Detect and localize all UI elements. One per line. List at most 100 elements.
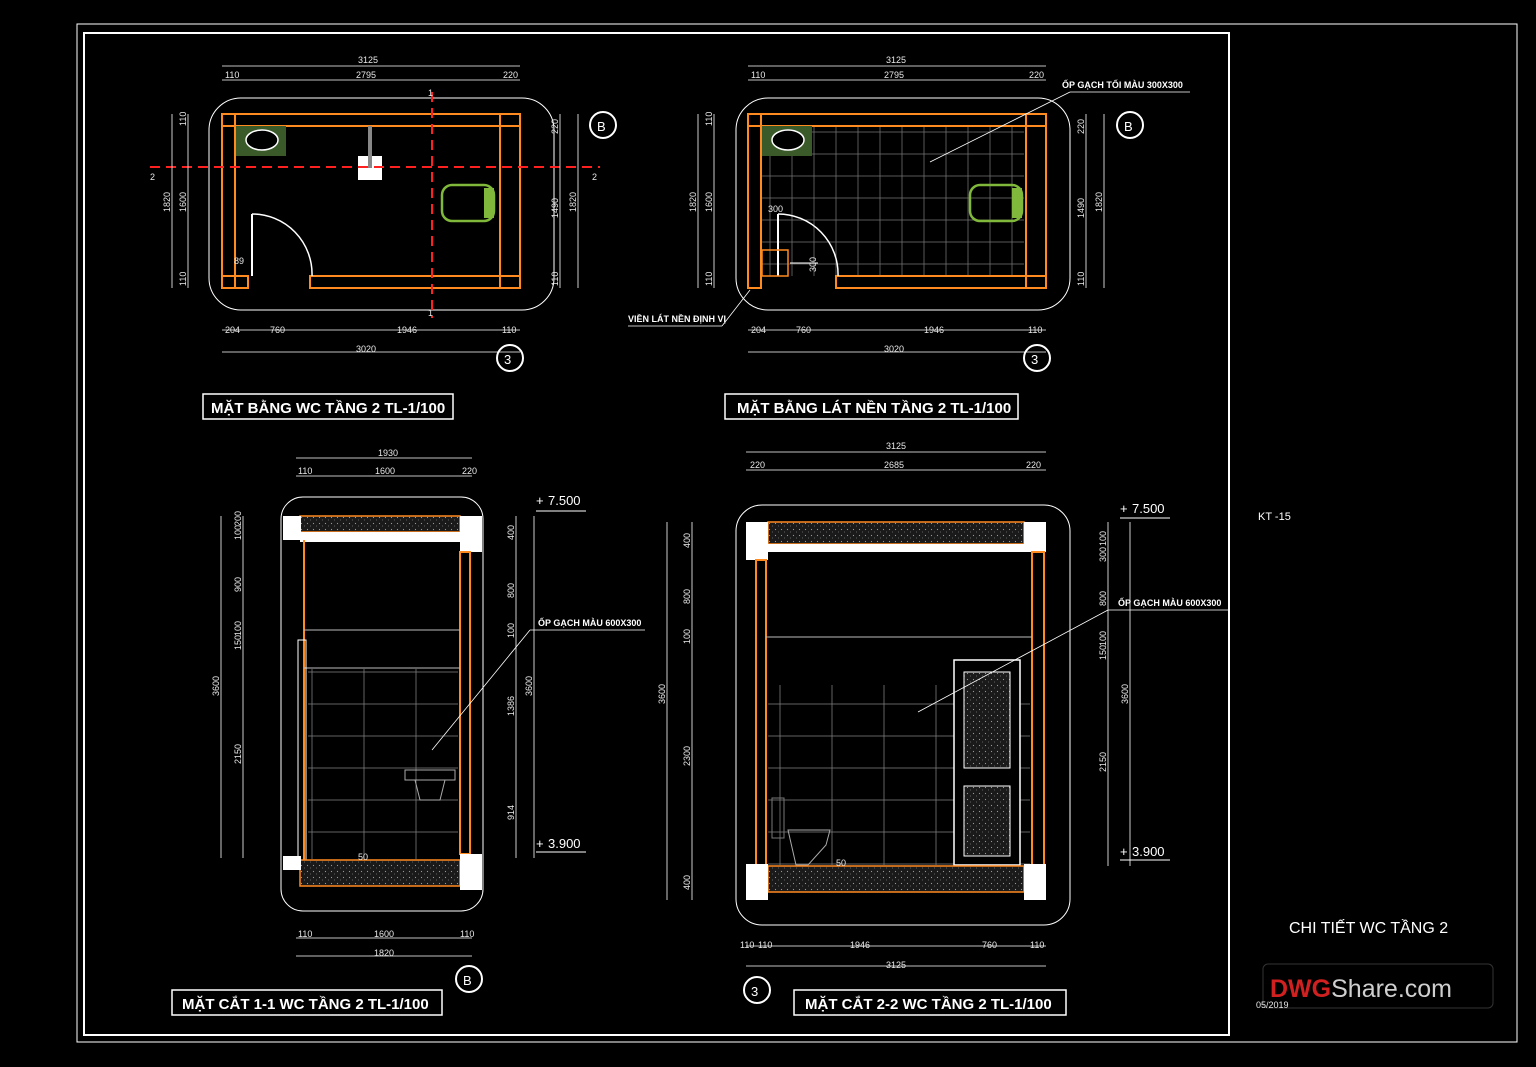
plan-wc-basin [245,129,279,151]
dim-right-c: 100 [506,623,516,638]
dim-bot-4: 110 [1028,325,1042,335]
plan-wc-wall-bottom [309,275,521,289]
dim-left-c: 110 [178,272,188,286]
dim-bot-l: 110 [298,929,312,939]
sec11-note: ỐP GẠCH MÀU 600X300 [538,617,641,628]
sec22-outline [735,504,1071,926]
dim-bot-3: 1946 [924,325,944,335]
dim-right-total: 1820 [1094,192,1104,212]
dim-left-a: 110 [704,112,714,126]
dim-top-l: 220 [750,460,765,470]
dim-right-d: 150 [1098,645,1108,660]
sec11-ceiling [300,532,460,542]
plan-wc-toilet-tank [484,188,494,218]
level-mark-bot: + [536,836,544,851]
section-11-view: 50 ỐP GẠCH MÀU 600X300 + 7.500 + 3.900 1… [171,448,645,1016]
dim-bot-5: 110 [1030,940,1044,950]
dim-top-l: 110 [751,70,765,80]
dim-left-b: 1600 [178,192,188,212]
dim-right-c: 110 [1076,272,1086,286]
dim-right-d: 1386 [506,696,516,716]
dim-right-total: 3600 [1120,684,1130,704]
dim-top-mid: 2795 [356,70,376,80]
grid-bubble-3 [743,976,771,1004]
dim-left-total: 3600 [211,676,221,696]
dim-left-b: 1600 [704,192,714,212]
cut-label-2b: 2 [592,172,597,182]
dim-right-total: 1820 [568,192,578,212]
sec11-level-top: 7.500 [548,493,581,508]
dim-top-mid: 2795 [884,70,904,80]
dim-bot-1: 110 [740,940,754,950]
dim-left-a: 400 [682,533,692,548]
sec22-top-slab [767,521,1025,545]
plan-tile-wall-left [747,113,762,289]
plan-tile-toilet-tank [1012,188,1022,218]
grid-label-3: 3 [751,984,758,999]
plan-wc-wall-bottom-left [221,275,249,289]
inner-frame [83,32,1230,1036]
sec22-floor-slab [767,865,1025,893]
plan-tile-door-swing [777,213,839,277]
level-mark-top: + [1120,501,1128,516]
leader-tile [929,91,1071,163]
dim-bot-2: 110 [758,940,772,950]
dim-left-b: 800 [682,589,692,604]
grid-bubble-b [1116,111,1144,139]
dim-right-a: 220 [550,119,560,134]
dim-left-c: 100 [682,629,692,644]
sec11-floor-beam-left [283,856,301,870]
dim-top-r: 220 [462,466,477,476]
sec11-top-slab [299,515,461,533]
dim-right-total: 3600 [524,676,534,696]
sec22-door-panel-bottom [963,785,1011,857]
sec22-beam-left [746,522,768,560]
sec11-floor-mark: 50 [358,852,368,862]
dim-top-total: 3125 [886,55,906,65]
title-box [171,989,443,1016]
grid-label-3: 3 [504,352,511,367]
dim-left-b: 200 [233,511,243,526]
dim-right-c: 800 [1098,591,1108,606]
title-box [202,393,454,420]
sec22-toilet [787,829,831,866]
plan-tile-wall-top [747,113,1047,127]
dim-left-d: 2300 [682,746,692,766]
dim-top-l: 110 [298,466,312,476]
sec22-title: MẶT CẮT 2-2 WC TẦNG 2 TL-1/100 [805,995,1052,1013]
dim-bot-mid: 1600 [374,929,394,939]
cut-label-1b: 1 [428,308,433,318]
title-box [724,393,1019,420]
dim-right-a: 100 [1098,531,1108,546]
dim-right-b: 1490 [550,198,560,218]
watermark-box [1262,963,1494,1009]
dim-top-mid: 2685 [884,460,904,470]
watermark: DWGShare.com [1270,975,1452,1003]
dim-bot-2: 760 [796,325,811,335]
outer-frame [76,23,1518,1043]
dim-top-l: 110 [225,70,239,80]
dim-left-total: 3600 [657,684,667,704]
plan-tile-title: MẶT BẰNG LÁT NỀN TẦNG 2 TL-1/100 [737,399,1011,417]
sec11-leader [431,629,531,751]
section-22-view: 50 ỐP GẠCH MÀU 600X300 + 7.500 + 3.900 3… [657,441,1228,1016]
sec22-beam-right [1024,522,1046,552]
dim-bot-3: 1946 [850,940,870,950]
sec11-level-bot: 3.900 [548,836,581,851]
sec22-toilet-tank [771,797,785,839]
cut-label-1a: 1 [428,88,433,98]
dim-bot-r: 110 [460,929,474,939]
sec11-sink-bowl [414,779,446,801]
dim-top-mid: 1600 [375,466,395,476]
watermark-dwg: DWG [1270,975,1331,1003]
sec22-level-bot: 3.900 [1132,844,1165,859]
sec11-floor-slab [299,859,461,887]
dim-right-b: 800 [506,583,516,598]
dim-top-total: 3125 [886,441,906,451]
dim-right-c: 110 [550,272,560,286]
plan-wc-wall-top [221,113,521,127]
dim-left-total: 1820 [688,192,698,212]
grid-label-b: B [1124,119,1133,134]
plan-tile-outline [735,97,1071,311]
dim-left-total: 1820 [162,192,172,212]
